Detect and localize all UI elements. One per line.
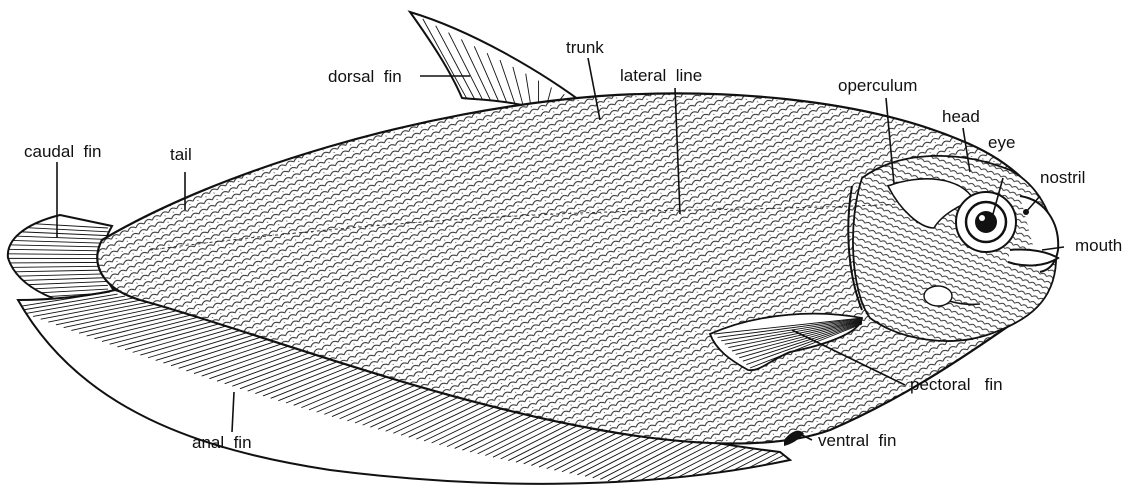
label-pectoral-fin: pectoral fin (910, 375, 1003, 394)
label-tail: tail (170, 145, 192, 164)
label-head: head (942, 107, 980, 126)
label-trunk: trunk (566, 38, 604, 57)
label-dorsal-fin: dorsal fin (328, 67, 402, 86)
label-mouth: mouth (1075, 236, 1122, 255)
label-eye: eye (988, 133, 1015, 152)
label-nostril: nostril (1040, 168, 1085, 187)
label-ventral-fin: ventral fin (818, 431, 896, 450)
fish-head (848, 156, 1056, 341)
fin-ray (4, 262, 108, 263)
label-caudal-fin: caudal fin (24, 142, 102, 161)
fish-eye (956, 192, 1016, 252)
label-anal-fin: anal fin (192, 433, 252, 452)
label-lateral-line: lateral line (620, 66, 702, 85)
label-operculum: operculum (838, 76, 917, 95)
